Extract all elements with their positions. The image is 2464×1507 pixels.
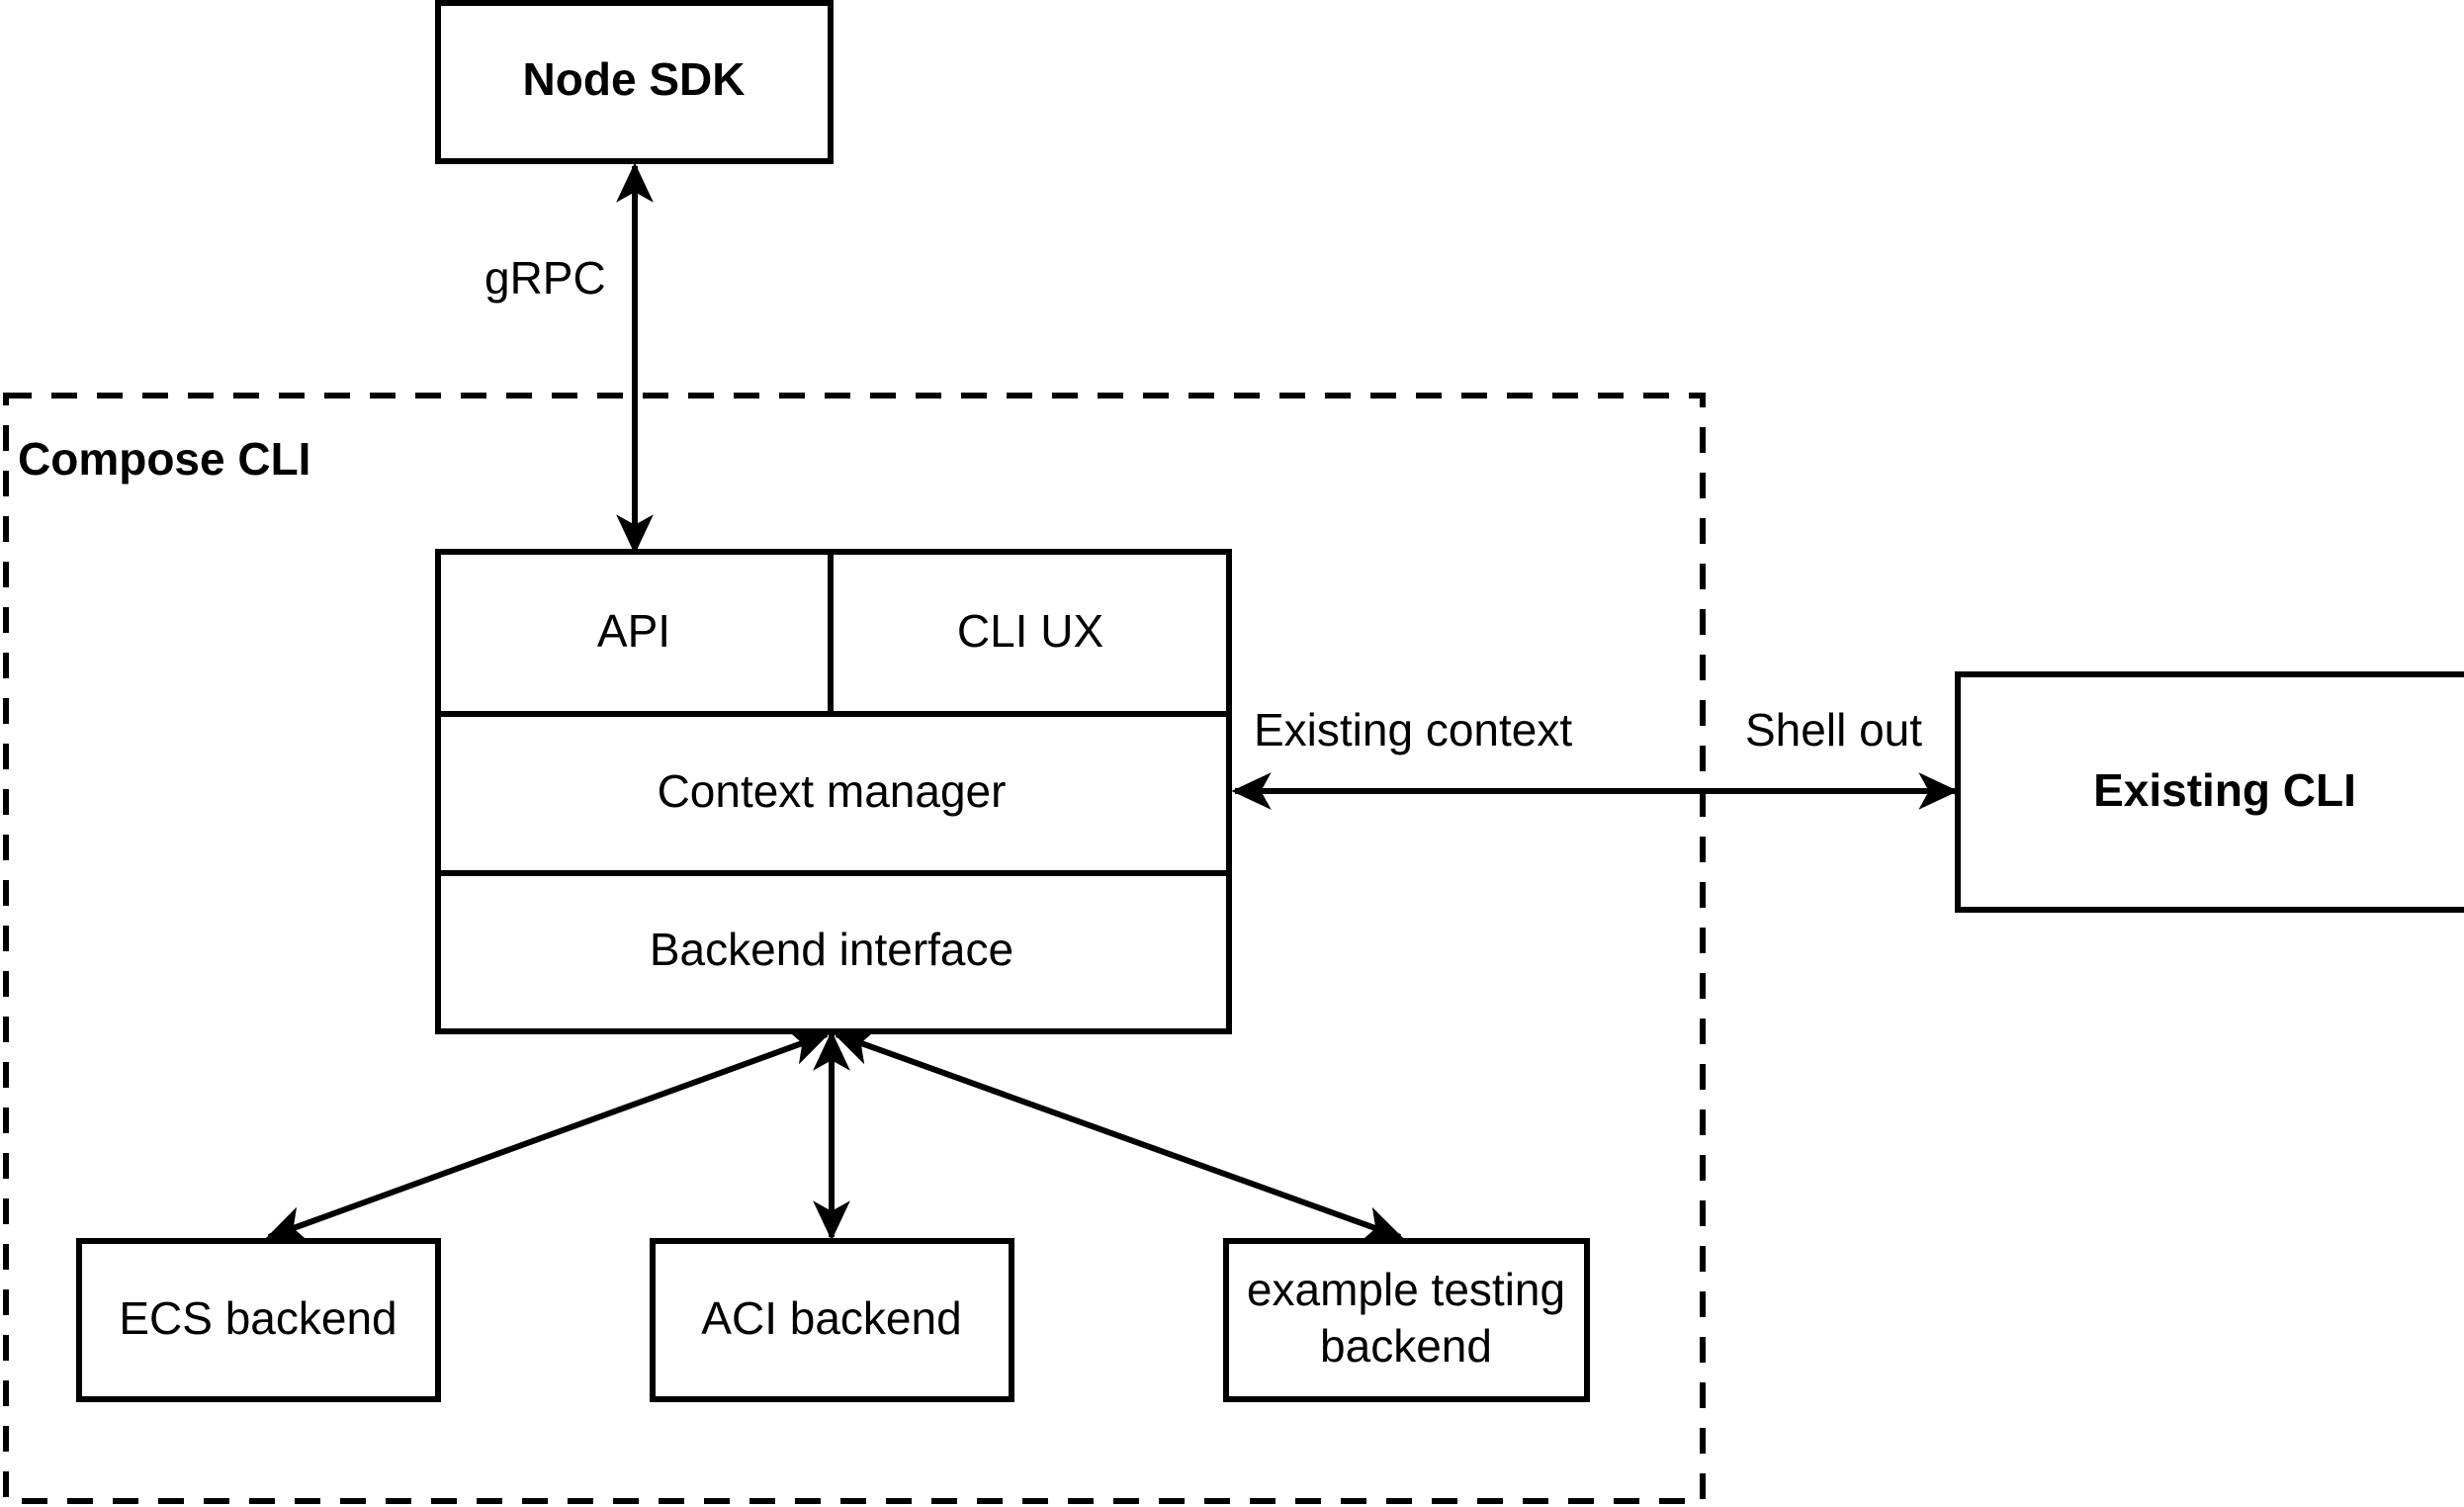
grpc-connector: gRPC (484, 162, 654, 555)
ecs-backend-label: ECS backend (119, 1292, 396, 1344)
compose-cli-group-label: Compose CLI (18, 433, 310, 485)
example-backend-arrow (833, 1028, 1404, 1243)
ecs-backend-rect (76, 1238, 441, 1402)
node-sdk-label: Node SDK (523, 53, 746, 105)
api-label: API (597, 605, 670, 657)
context-manager-label: Context manager (658, 765, 1007, 817)
ecs-backend-box: ECS backend (76, 1238, 441, 1402)
node-sdk-rect (435, 0, 834, 164)
backend-connectors (265, 1028, 1404, 1243)
example-testing-backend-label-line2: backend (1320, 1320, 1492, 1372)
existing-cli-rect (1955, 671, 2464, 913)
example-testing-backend-label-line1: example testing (1247, 1264, 1565, 1315)
ecs-backend-arrow (265, 1028, 831, 1243)
grpc-edge-label: gRPC (484, 252, 606, 304)
backend-interface-label: Backend interface (650, 924, 1013, 975)
existing-context-edge-label: Existing context (1254, 704, 1572, 755)
context-shellout-connector: Existing context Shell out (1231, 704, 1959, 810)
aci-backend-box: ACI backend (650, 1238, 1014, 1402)
example-testing-backend-rect (1223, 1238, 1590, 1402)
compose-cli-group: Compose CLI (3, 393, 1706, 1504)
node-sdk-box: Node SDK (435, 0, 834, 164)
aci-backend-label: ACI backend (701, 1292, 961, 1344)
compose-cli-group-border (3, 393, 1706, 1504)
shell-out-edge-label: Shell out (1745, 704, 1922, 755)
cli-stack-box: API CLI UX Context manager Backend inter… (435, 549, 1232, 1034)
example-testing-backend-box: example testing backend (1223, 1238, 1590, 1402)
cli-ux-label: CLI UX (957, 605, 1103, 657)
existing-cli-box: Existing CLI (1955, 671, 2464, 913)
aci-backend-rect (650, 1238, 1014, 1402)
existing-cli-label: Existing CLI (2093, 764, 2356, 816)
